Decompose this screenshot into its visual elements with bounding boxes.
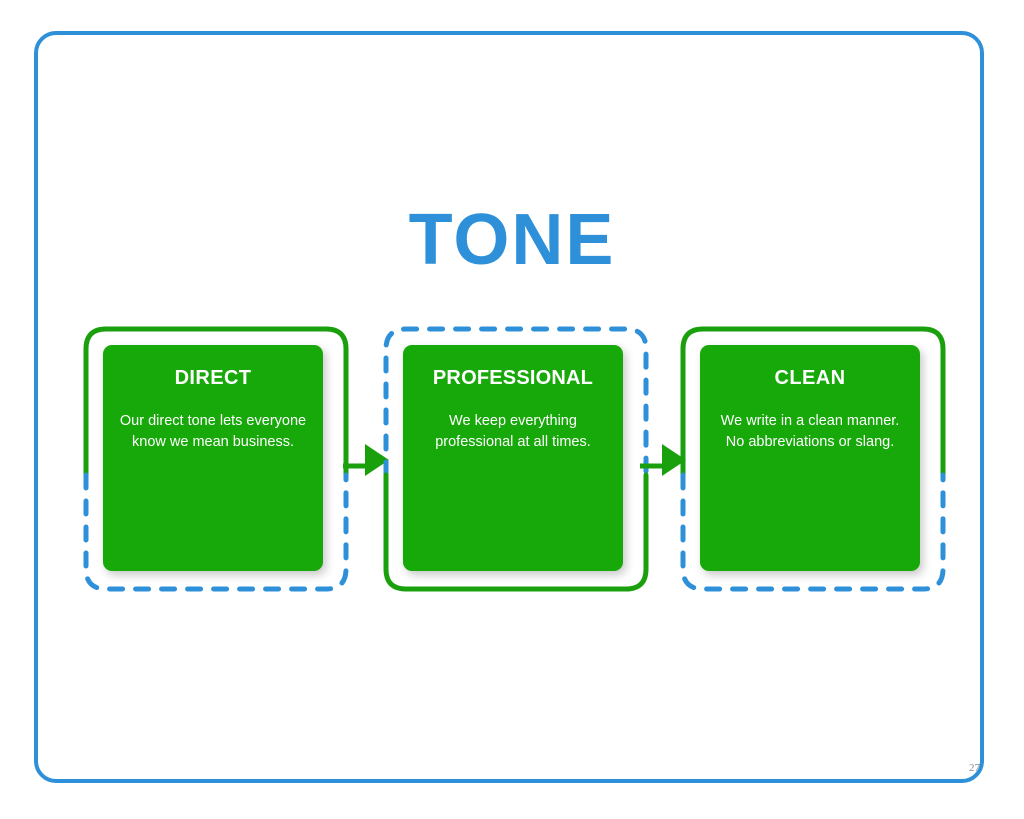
- page-number: 27: [969, 762, 980, 774]
- slide-border-frame: [34, 31, 984, 783]
- step-card-clean[interactable]: CLEAN We write in a clean manner. No abb…: [679, 325, 947, 597]
- card-title-professional: PROFESSIONAL: [432, 367, 594, 389]
- card-text-clean: We write in a clean manner. No abbreviat…: [720, 413, 908, 450]
- step-card-professional[interactable]: PROFESSIONAL We keep everything professi…: [382, 325, 650, 597]
- page-title: TONE: [408, 200, 616, 280]
- card-body-clean[interactable]: CLEAN We write in a clean manner. No abb…: [700, 345, 920, 571]
- arrow-right-icon-1: [343, 444, 389, 476]
- card-body-direct[interactable]: DIRECT Our direct tone lets everyone kno…: [103, 345, 323, 571]
- card-body-professional[interactable]: PROFESSIONAL We keep everything professi…: [403, 345, 623, 571]
- card-text-professional: We keep everything professional at all t…: [435, 413, 591, 450]
- card-title-direct: DIRECT: [174, 367, 252, 389]
- card-text-direct: Our direct tone lets everyone know we me…: [119, 413, 311, 450]
- card-title-clean: CLEAN: [774, 367, 846, 389]
- step-card-direct[interactable]: DIRECT Our direct tone lets everyone kno…: [82, 325, 350, 597]
- arrow-right-icon-2: [640, 444, 686, 476]
